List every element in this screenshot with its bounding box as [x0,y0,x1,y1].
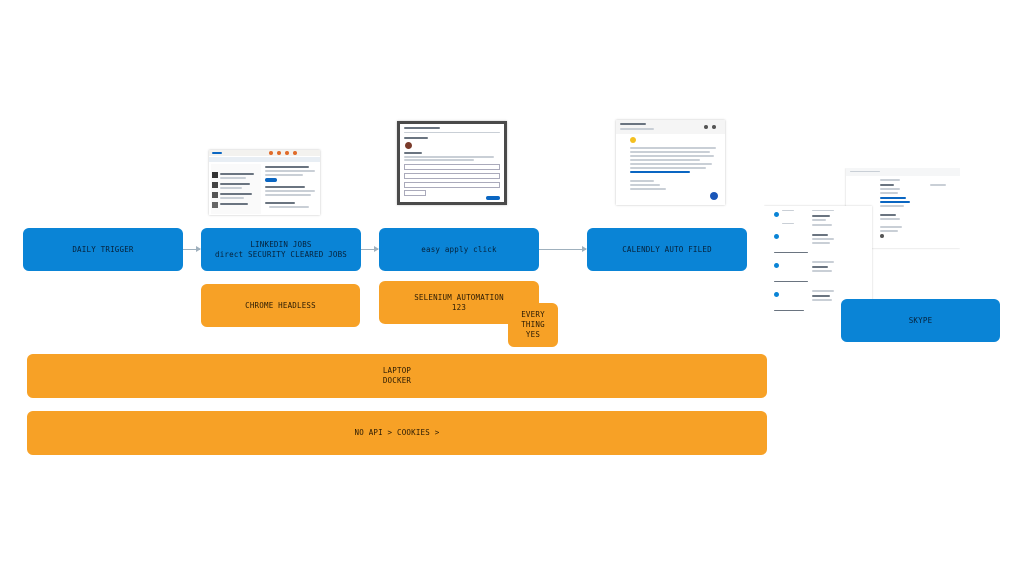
no-api-cookies-node: NO API > COOKIES > [27,411,767,455]
selenium-automation-node: SELENIUM AUTOMATION 123 [379,281,539,324]
laptop-docker-node: LAPTOP DOCKER [27,354,767,398]
connector-linkedin-to-easy-apply [361,246,379,252]
skype-chat-screenshot [764,168,960,316]
daily-trigger-node: DAILY TRIGGER [23,228,183,271]
linkedin-jobs-screenshot [209,150,320,215]
easy-apply-node: easy apply click [379,228,539,271]
every-thing-node: EVERY THING YES [508,303,558,347]
apply-dialog-screenshot [397,121,507,205]
connector-easy-apply-to-calendly [539,246,587,252]
calendly-chat-screenshot [616,120,725,205]
chrome-headless-node: CHROME HEADLESS [201,284,360,327]
skype-node: SKYPE [841,299,1000,342]
connector-trigger-to-linkedin [183,246,201,252]
linkedin-jobs-node: LINKEDIN JOBS direct SECURITY CLEARED JO… [201,228,361,271]
calendly-node: CALENDLY AUTO FILED [587,228,747,271]
